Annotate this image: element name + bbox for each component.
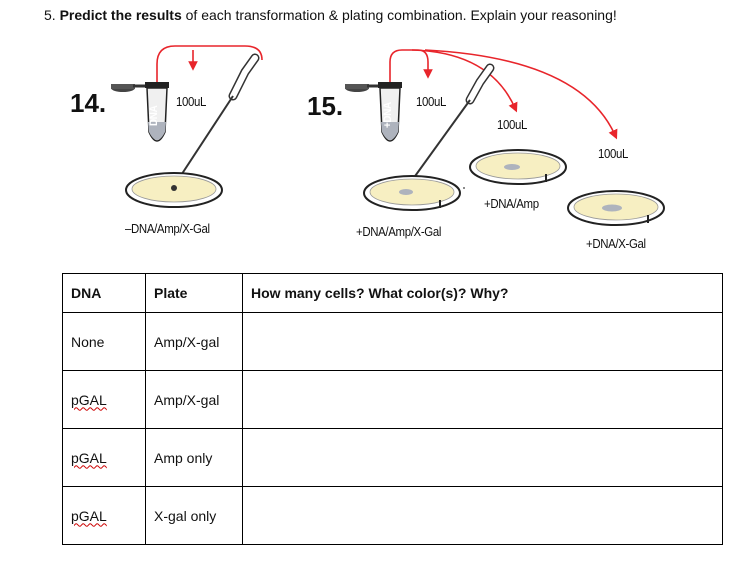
plate-cell: Amp only: [145, 428, 243, 487]
dna-value: None: [71, 333, 105, 350]
panel14-plate: [125, 172, 223, 208]
plate-cell: Amp/X-gal: [145, 312, 243, 371]
panel14-plate-label: –DNA/Amp/X-Gal: [125, 221, 210, 236]
results-table: DNA Plate How many cells? What color(s)?…: [62, 273, 723, 545]
panel15-plate-xgal: [567, 190, 665, 226]
answer-cell[interactable]: [242, 370, 723, 429]
plate-value: Amp/X-gal: [154, 391, 220, 408]
question-number: 5.: [44, 7, 56, 23]
panel14-number: 14.: [70, 88, 107, 118]
transformation-illustration: [111, 45, 665, 226]
panel15-pipette: [404, 63, 495, 191]
table-row: None Amp/X-gal: [62, 312, 723, 371]
header-dna: DNA: [62, 273, 146, 313]
plate-value: Amp only: [154, 449, 213, 466]
plate-value: X-gal only: [154, 507, 217, 524]
panel15-volume-plate3: 100uL: [598, 146, 629, 161]
panel15-plate-amp: [469, 149, 567, 185]
dna-value: pGAL: [71, 507, 107, 524]
panel15-plate3-label: +DNA/X-Gal: [586, 236, 646, 251]
table-row: pGAL Amp/X-gal: [62, 370, 723, 429]
panel15-volume-tube: 100uL: [416, 94, 447, 109]
dna-cell: pGAL: [62, 428, 146, 487]
panel14-arrow: [156, 45, 263, 82]
panel15-arrows: [389, 49, 618, 140]
answer-cell[interactable]: [242, 428, 723, 487]
panel14-tube-label: DNA: [148, 105, 160, 126]
question-text: of each transformation & plating combina…: [181, 7, 617, 23]
answer-cell[interactable]: [242, 486, 723, 545]
panel15-tube: [345, 82, 402, 142]
dna-value: pGAL: [71, 449, 107, 466]
table-row: pGAL Amp only: [62, 428, 723, 487]
panel15-plate-amp-xgal: [363, 175, 461, 211]
panel15-number: 15.: [307, 91, 344, 121]
question-header: 5. Predict the results of each transform…: [44, 7, 617, 23]
panel14-pipette: [173, 53, 260, 187]
plate-cell: Amp/X-gal: [145, 370, 243, 429]
table-header-row: DNA Plate How many cells? What color(s)?…: [62, 273, 723, 313]
answer-cell[interactable]: [242, 312, 723, 371]
header-question: How many cells? What color(s)? Why?: [242, 273, 723, 313]
dna-value: pGAL: [71, 391, 107, 408]
panel15-plate2-label: +DNA/Amp: [484, 196, 539, 211]
dna-cell: pGAL: [62, 486, 146, 545]
panel15-tube-label: +DNA: [382, 102, 394, 128]
panel14-tube: [111, 82, 169, 142]
panel15-plate1-label: +DNA/Amp/X-Gal: [356, 224, 442, 239]
panel15-volume-plate2: 100uL: [497, 117, 528, 132]
plate-value: Amp/X-gal: [154, 333, 220, 350]
panel14-volume: 100uL: [176, 94, 207, 109]
question-bold-text: Predict the results: [59, 7, 182, 23]
dna-cell: None: [62, 312, 146, 371]
header-plate: Plate: [145, 273, 243, 313]
dna-cell: pGAL: [62, 370, 146, 429]
plate-cell: X-gal only: [145, 486, 243, 545]
table-row: pGAL X-gal only: [62, 486, 723, 545]
